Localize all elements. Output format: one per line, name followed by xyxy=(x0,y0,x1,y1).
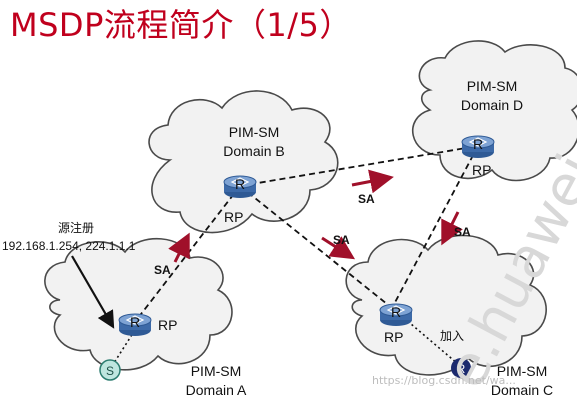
source-register-arrow xyxy=(71,255,115,329)
router-d-letter: R xyxy=(473,136,483,152)
router-a-letter: R xyxy=(130,314,140,330)
domain-c-line2: Domain C xyxy=(491,382,553,398)
rp-label-d: RP xyxy=(472,162,491,178)
sa-label-b-d: SA xyxy=(358,192,375,206)
sa-arrow-a-to-b xyxy=(168,232,190,263)
receiver-icon xyxy=(451,358,471,378)
sa-label-d-c: SA xyxy=(454,225,471,239)
router-c-letter: R xyxy=(391,304,401,320)
rp-label-a: RP xyxy=(158,317,177,333)
cloud-domain-d xyxy=(411,40,577,182)
rp-label-b: RP xyxy=(224,209,243,225)
sa-arrow-b-to-d xyxy=(351,169,394,194)
router-b-letter: R xyxy=(235,176,245,192)
sa-arrow-b-to-c xyxy=(321,236,356,260)
domain-c-line1: PIM-SM xyxy=(497,363,548,379)
page-title: MSDP流程简介（1/5） xyxy=(10,6,352,44)
cloud-domain-a xyxy=(44,238,233,371)
sa-label-a-b: SA xyxy=(154,263,171,277)
sa-label-b-c: SA xyxy=(333,233,350,247)
join-label: 加入 xyxy=(440,329,464,343)
watermark-url: https://blog.csdn.net/wa... xyxy=(372,374,516,387)
cloud-domain-c xyxy=(345,234,547,376)
source-register-addr: 192.168.1.254, 224.1.1.1 xyxy=(2,239,136,253)
source-icon xyxy=(99,359,121,381)
cloud-domain-b xyxy=(148,90,339,234)
domain-d-line2: Domain D xyxy=(461,97,523,113)
domain-a-line2: Domain A xyxy=(186,382,247,398)
domain-d-line1: PIM-SM xyxy=(467,78,518,94)
source-symbol: S xyxy=(106,364,114,378)
domain-b-line1: PIM-SM xyxy=(229,124,280,140)
source-register-title: 源注册 xyxy=(58,220,94,235)
domain-b-line2: Domain B xyxy=(223,143,284,159)
sa-arrow-d-to-c xyxy=(441,211,463,246)
domain-a-line1: PIM-SM xyxy=(191,363,242,379)
rp-label-c: RP xyxy=(384,329,403,345)
receiver-symbol: R xyxy=(457,362,466,376)
